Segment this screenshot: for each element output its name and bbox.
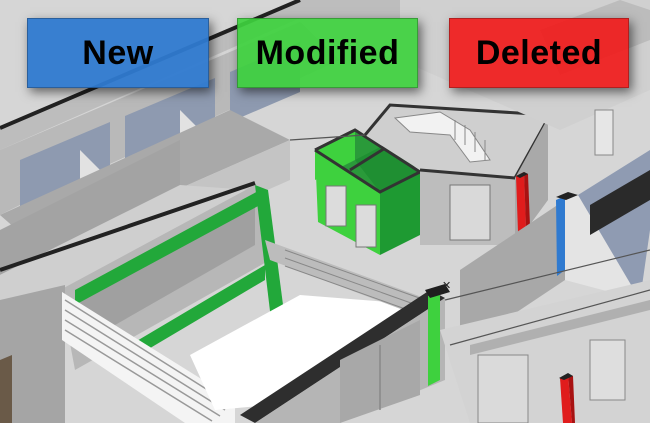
legend-new-label: New <box>82 33 154 72</box>
crosshair-cursor-icon: ✕ <box>442 279 452 292</box>
legend-new: New <box>27 18 209 88</box>
front-beam <box>240 290 445 423</box>
legend-deleted-label: Deleted <box>475 33 603 72</box>
modified-mullion <box>428 292 440 386</box>
atrium-void <box>190 295 425 410</box>
legend-modified-label: Modified <box>255 33 400 72</box>
modified-beam-upper <box>75 190 260 305</box>
modified-beam-lower <box>130 265 265 360</box>
right-room <box>460 150 650 350</box>
new-column <box>556 196 565 276</box>
legend-modified: Modified <box>237 18 418 88</box>
modified-room-box <box>314 128 424 255</box>
deleted-column-1 <box>516 172 526 232</box>
legend-deleted: Deleted <box>449 18 629 88</box>
louvers <box>62 292 235 423</box>
